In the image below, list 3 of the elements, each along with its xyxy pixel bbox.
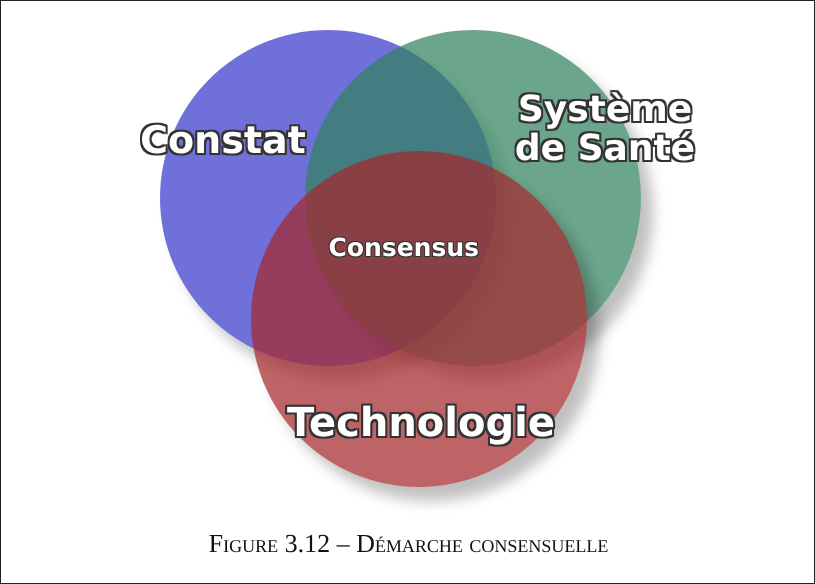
overlap-label: Consensus xyxy=(328,234,480,262)
circle-label: Technologie xyxy=(286,401,556,445)
figure-caption: Figure 3.12 – Démarche consensuelle xyxy=(208,529,610,559)
